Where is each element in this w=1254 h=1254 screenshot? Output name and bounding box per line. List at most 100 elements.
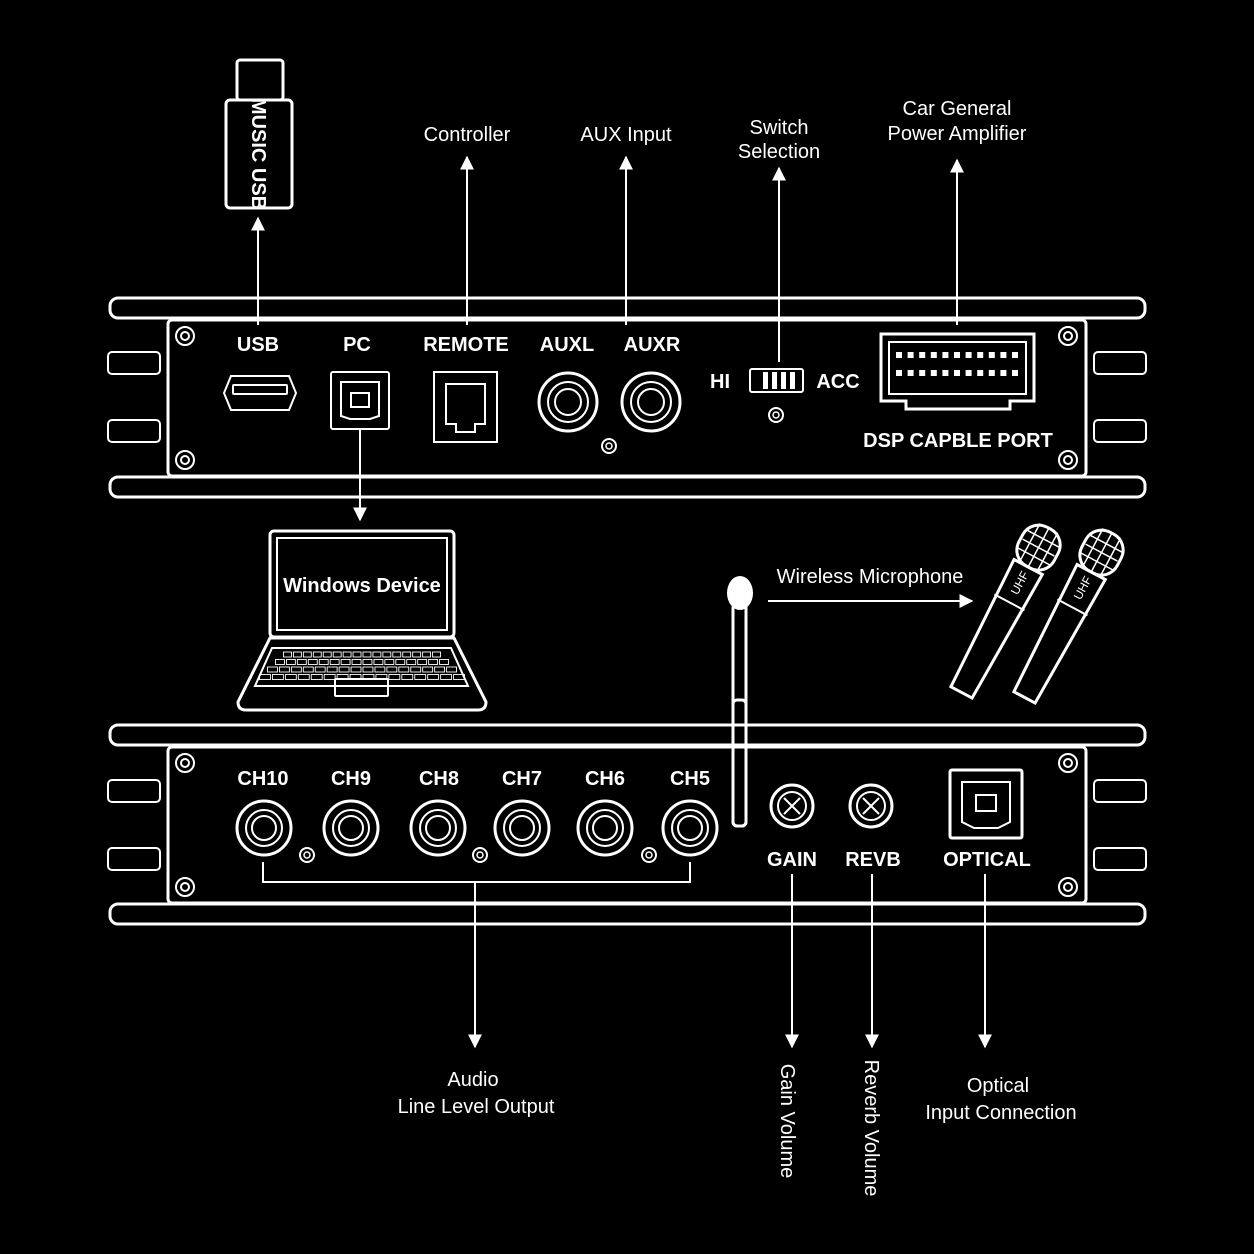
auxr-jack-icon [620, 371, 682, 433]
laptop-key [401, 674, 414, 680]
laptop-key [382, 651, 392, 658]
laptop-key [332, 651, 342, 658]
mic-2-brand: UHF [1071, 574, 1095, 602]
dsp-pin [965, 370, 972, 376]
usb-port-label: USB [237, 334, 279, 356]
dsp-pin [919, 352, 926, 358]
ch8-jack-icon [409, 799, 467, 857]
switch-label-line1: Switch [750, 117, 809, 139]
laptop-key [323, 674, 336, 680]
optical-input-label-line2: Input Connection [925, 1102, 1076, 1124]
laptop-key [446, 666, 457, 673]
laptop-key [372, 651, 382, 658]
laptop-key [398, 666, 410, 673]
laptop-key [326, 666, 338, 673]
dsp-pin [942, 352, 949, 358]
channel-indicator-icons [299, 847, 657, 863]
laptop-key [351, 659, 362, 665]
aux-indicator-icon [601, 438, 617, 454]
music-usb-label: MUSIC USB [247, 98, 269, 210]
laptop-key [427, 674, 440, 680]
ch7-jack-icon [493, 799, 551, 857]
ch9-jack-icon [322, 799, 380, 857]
dsp-pin [907, 352, 914, 358]
laptop-key [322, 651, 332, 658]
laptop-key [312, 651, 322, 658]
laptop-key [352, 651, 362, 658]
laptop-key [422, 666, 434, 673]
laptop-key [388, 674, 401, 680]
pc-port-label: PC [343, 334, 371, 356]
car-amp-label-line2: Power Amplifier [888, 123, 1027, 145]
gain-label: GAIN [767, 849, 817, 871]
laptop-key [402, 651, 412, 658]
laptop-key [302, 651, 312, 658]
laptop-key [310, 674, 323, 680]
laptop-key [362, 659, 373, 665]
ch9-label: CH9 [331, 768, 371, 790]
aux-input-label: AUX Input [580, 124, 672, 146]
laptop-key [417, 659, 428, 665]
laptop-key [259, 674, 271, 680]
auxl-jack-icon [537, 371, 599, 433]
channel-bracket [262, 862, 691, 883]
laptop-key [271, 674, 284, 680]
ch6-label: CH6 [585, 768, 625, 790]
mic-1-brand: UHF [1008, 569, 1032, 597]
laptop-key [414, 674, 427, 680]
laptop-key [392, 651, 402, 658]
dsp-pin [988, 370, 995, 376]
microphone-1-icon: UHF [948, 523, 1062, 701]
audio-output-label-line1: Audio [447, 1069, 498, 1091]
laptop-key [440, 674, 453, 680]
laptop-key [292, 651, 302, 658]
hi-acc-switch-icon [749, 368, 804, 423]
dsp-pin [919, 370, 926, 376]
laptop-key [406, 659, 417, 665]
laptop-key [329, 659, 340, 665]
car-amp-label-line1: Car General [903, 98, 1012, 120]
laptop-key [284, 674, 297, 680]
ch8-label: CH8 [419, 768, 459, 790]
laptop-key [362, 651, 372, 658]
laptop-key [283, 651, 292, 658]
auxl-port-label: AUXL [540, 334, 594, 356]
dsp-pin [988, 352, 995, 358]
laptop-key [350, 666, 362, 673]
gain-volume-label: Gain Volume [776, 1064, 798, 1179]
dsp-pin [942, 370, 949, 376]
ch10-jack-icon [235, 799, 293, 857]
bottom-faceplate [166, 745, 1088, 905]
dsp-pin [1000, 370, 1007, 376]
laptop-key [395, 659, 406, 665]
laptop-key [422, 651, 432, 658]
laptop-key [453, 674, 465, 680]
laptop-key [386, 666, 398, 673]
bottom-screws [175, 753, 1078, 897]
dsp-pin [954, 370, 960, 376]
wireless-mic-label: Wireless Microphone [777, 566, 964, 588]
bottom-unit-rail-bottom [108, 902, 1147, 926]
ch5-jack-icon [661, 799, 719, 857]
dsp-pin [896, 370, 902, 376]
dsp-port-icon [879, 332, 1036, 411]
laptop-key [278, 666, 290, 673]
switch-label-line2: Selection [738, 141, 820, 163]
dsp-pin [965, 352, 972, 358]
dsp-port-label: DSP CAPBLE PORT [863, 430, 1053, 452]
dsp-pin [977, 370, 984, 376]
dsp-pin [930, 352, 937, 358]
remote-port-icon [433, 371, 498, 443]
dsp-pin [1012, 352, 1018, 358]
remote-port-label: REMOTE [423, 334, 509, 356]
top-screws [175, 326, 1078, 470]
microphone-2-icon: UHF [1011, 528, 1125, 706]
hi-label: HI [710, 371, 730, 393]
laptop-key [340, 659, 351, 665]
laptop-key [297, 674, 310, 680]
laptop-key [290, 666, 302, 673]
dsp-pin [896, 352, 902, 358]
dsp-pin [1012, 370, 1018, 376]
windows-device-label: Windows Device [283, 575, 441, 597]
